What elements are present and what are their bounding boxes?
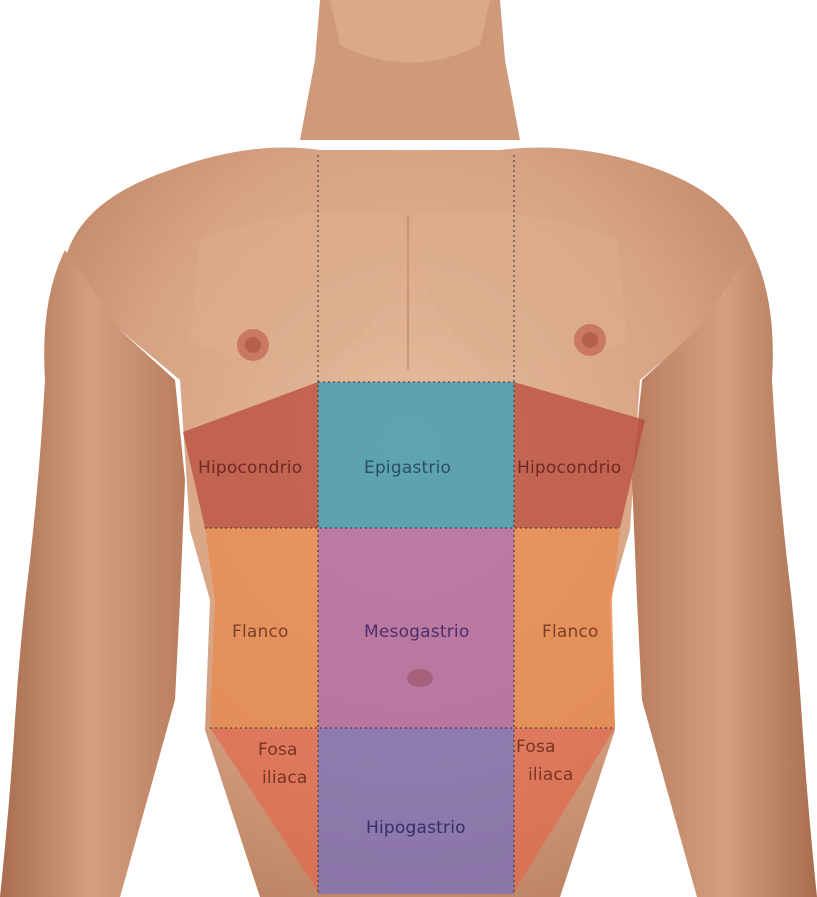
label-fosa-left-line2: iliaca: [262, 768, 308, 788]
label-fosa-left-line1: Fosa: [258, 740, 298, 760]
region-hipogastrio: [318, 728, 514, 894]
region-epigastrio: [318, 382, 514, 528]
label-flanco-right: Flanco: [542, 622, 599, 642]
label-hipocondrio-right: Hipocondrio: [517, 458, 621, 478]
label-fosa-right-line1: Fosa: [516, 737, 556, 757]
label-hipogastrio: Hipogastrio: [366, 818, 466, 838]
label-mesogastrio: Mesogastrio: [364, 622, 469, 642]
label-hipocondrio-left: Hipocondrio: [198, 458, 302, 478]
label-flanco-left: Flanco: [232, 622, 289, 642]
navel: [407, 669, 433, 687]
label-fosa-right-line2: iliaca: [528, 765, 574, 785]
label-epigastrio: Epigastrio: [364, 458, 451, 478]
